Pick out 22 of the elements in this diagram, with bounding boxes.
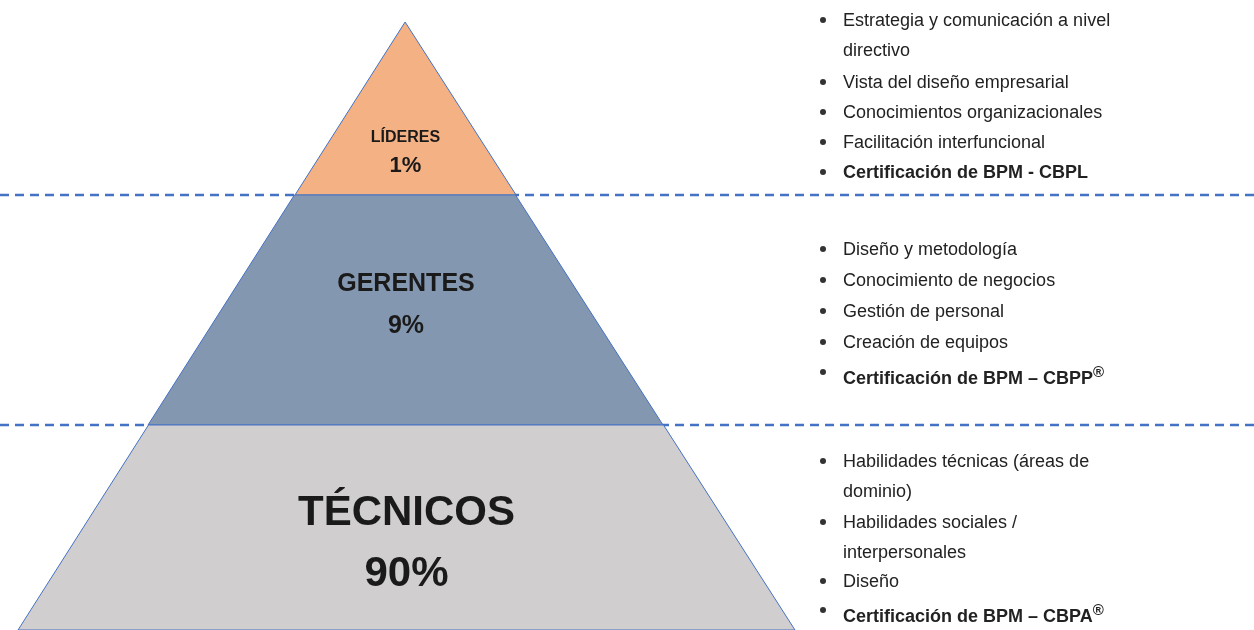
tier-name: LÍDERES xyxy=(369,128,442,146)
bullet-text: Creación de equipos xyxy=(843,332,1009,352)
bullet-text: Facilitación interfuncional xyxy=(843,132,1046,152)
bullet-text: Conocimiento de negocios xyxy=(843,270,1056,290)
tier-percentage: 9% xyxy=(386,310,426,339)
bullet-text: Habilidades sociales / interpersonales xyxy=(843,512,1018,562)
pyramid-tier xyxy=(148,195,664,425)
tier-name: TÉCNICOS xyxy=(297,487,516,535)
bullet-text: Certificación de BPM - CBPL xyxy=(843,162,1089,182)
bullet-text: Certificación de BPM – CBPA$^{®}$ xyxy=(843,606,1104,626)
tier-percentage: 90% xyxy=(363,548,450,596)
bullet-text: Diseño y metodología xyxy=(843,239,1018,259)
bullet-text: Certificación de BPM – CBPP$^{®}$ xyxy=(843,368,1105,388)
bullet-text: Vista del diseño empresarial xyxy=(843,72,1069,92)
bullet-text: Habilidades técnicas (áreas de dominio) xyxy=(843,451,1090,501)
tier-name: GERENTES xyxy=(336,268,476,297)
bullet-text: Gestión de personal xyxy=(843,301,1005,321)
tier-percentage: 1% xyxy=(388,152,423,178)
bullet-text: Conocimientos organizacionales xyxy=(843,102,1103,122)
pyramid-tier xyxy=(18,425,795,630)
bullet-text: Diseño xyxy=(843,571,900,591)
bullet-text: Estrategia y comunicación a nivel directivo xyxy=(843,10,1111,60)
